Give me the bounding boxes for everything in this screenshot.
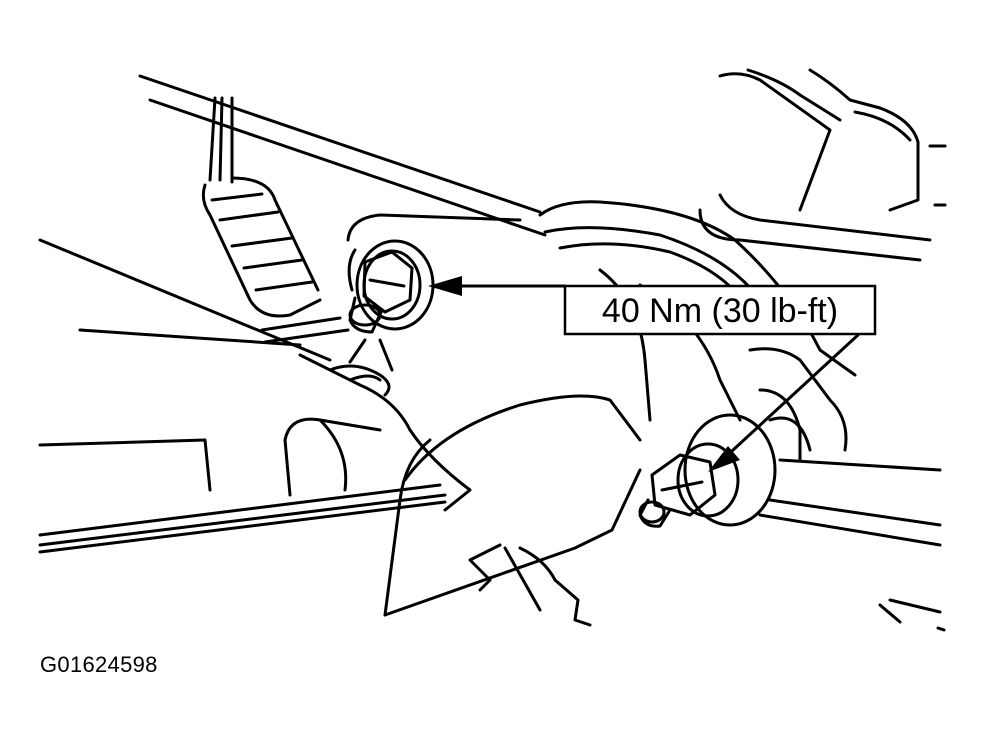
upper-arrowhead [428,276,462,296]
upper-bolt [348,239,435,372]
lower-bolt [638,413,812,528]
torque-callout-box [563,284,877,336]
figure-id: G01624598 [40,652,158,677]
torque-callout: 40 Nm (30 lb-ft) [563,284,877,336]
torque-label: 40 Nm (30 lb-ft) [602,292,838,330]
lower-arm-frame [38,438,946,632]
oxygen-sensor-harness [201,96,350,344]
lower-arrowhead [708,446,740,472]
callout-leader-lines [456,284,860,464]
upper-body-panel [38,74,547,362]
upper-arm-tube [698,68,947,262]
lower-knuckle [283,353,642,617]
